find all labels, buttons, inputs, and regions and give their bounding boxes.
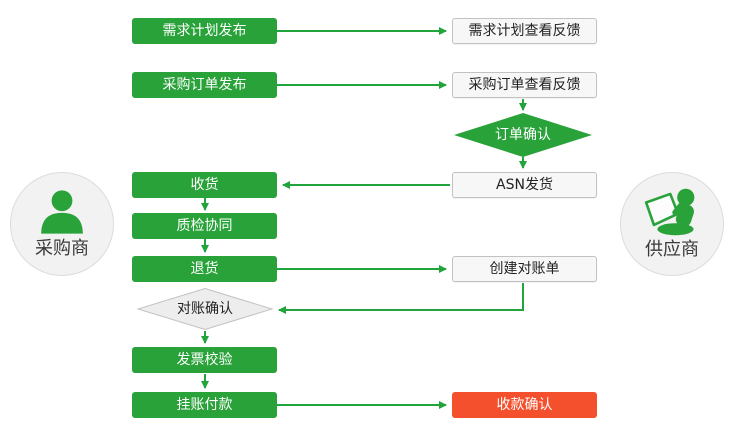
person-icon	[41, 190, 83, 234]
decision-statement-confirm: 对账确认	[177, 301, 233, 317]
node-receipt-confirm: 收款确认	[452, 392, 597, 418]
node-po-publish: 采购订单发布	[132, 72, 277, 98]
node-po-feedback: 采购订单查看反馈	[452, 72, 597, 98]
actor-buyer: 采购商	[10, 172, 114, 276]
decision-order-confirm: 订单确认	[495, 127, 551, 143]
actor-buyer-label: 采购商	[35, 238, 89, 259]
node-pending-payment: 挂账付款	[132, 392, 277, 418]
node-create-statement: 创建对账单	[452, 256, 597, 282]
actor-supplier: 供应商	[620, 172, 724, 276]
node-quality-collab: 质检协同	[132, 213, 277, 239]
connector-statement-to-confirm	[278, 283, 524, 314]
node-demand-plan-publish: 需求计划发布	[132, 18, 277, 44]
node-receive: 收货	[132, 172, 277, 198]
decision-statement-confirm-shape	[136, 287, 274, 331]
node-demand-plan-feedback: 需求计划查看反馈	[452, 18, 597, 44]
actor-supplier-label: 供应商	[645, 239, 699, 260]
node-return-goods: 退货	[132, 256, 277, 282]
node-asn-ship: ASN发货	[452, 172, 597, 198]
decision-order-confirm-shape	[454, 113, 592, 157]
person-laptop-icon	[644, 188, 695, 236]
node-invoice-verify: 发票校验	[132, 347, 277, 373]
